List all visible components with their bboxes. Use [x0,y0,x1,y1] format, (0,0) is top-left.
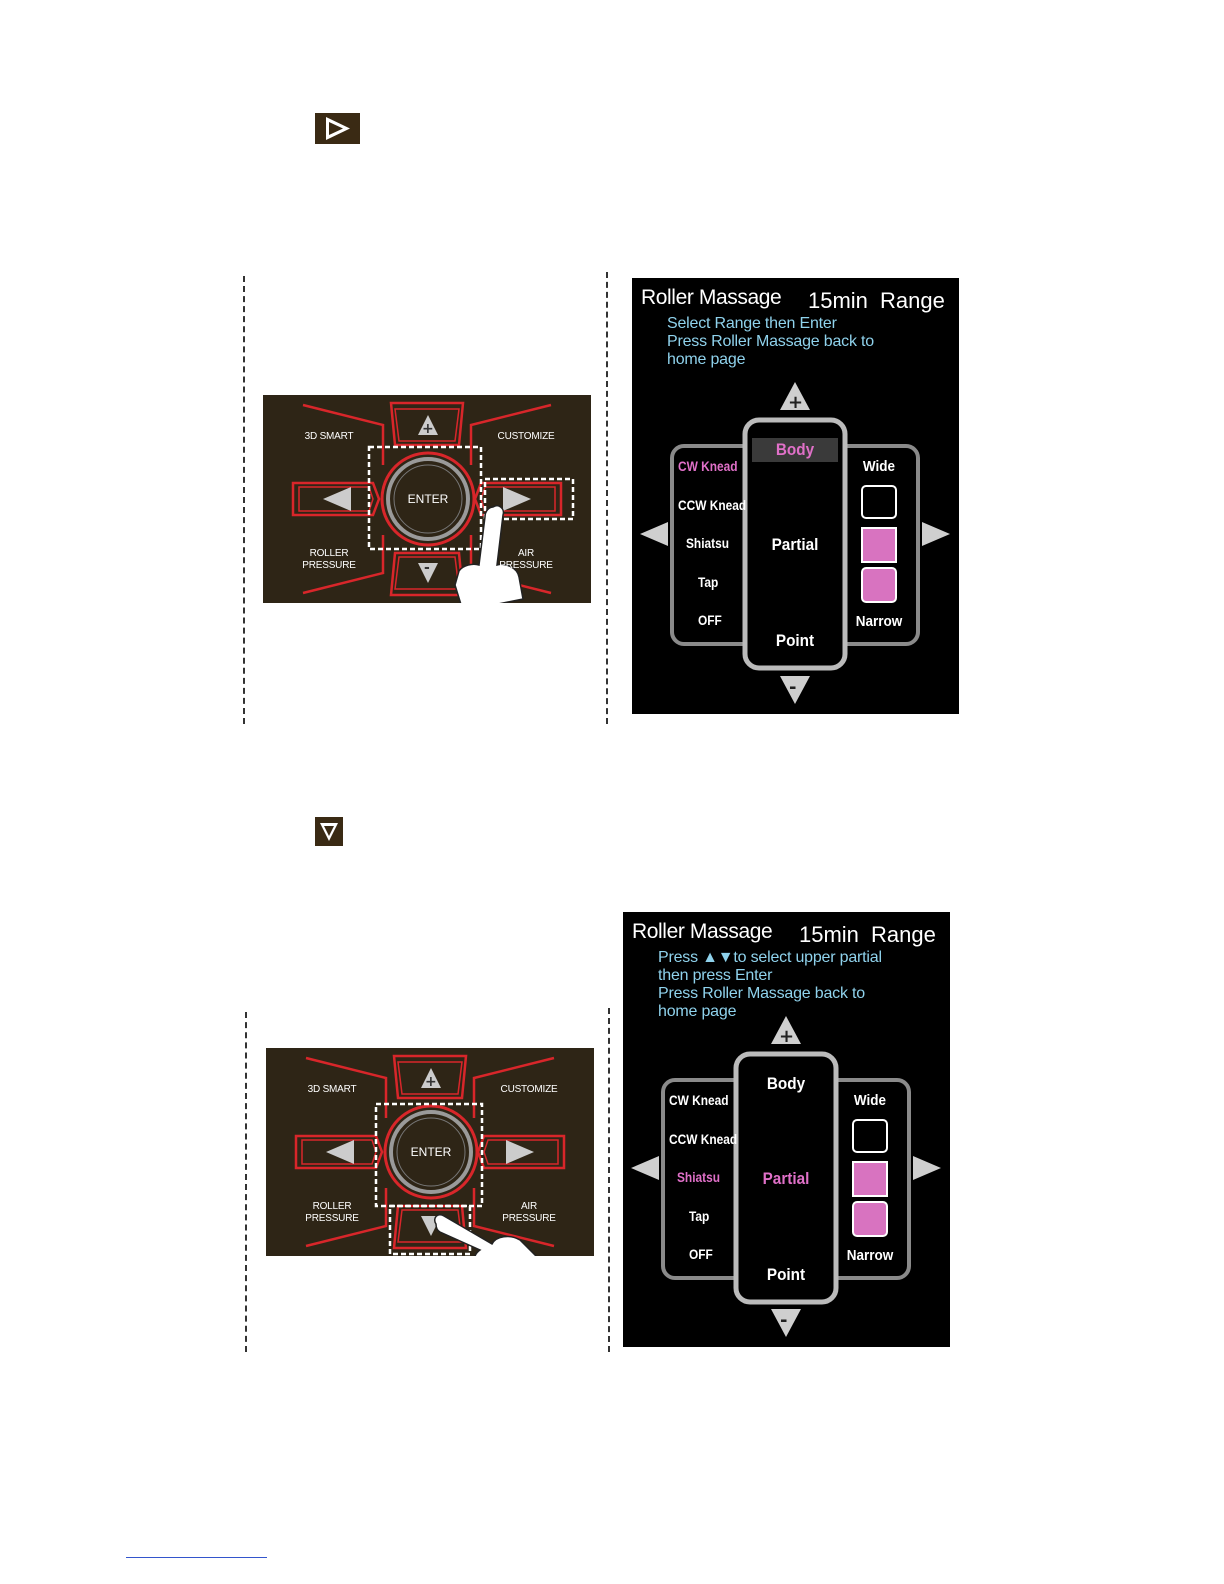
mode-cw-knead: CW Knead [669,1092,729,1108]
width-narrow-label: Narrow [846,1247,894,1264]
timer: 15min [799,922,859,947]
range-label: Range [880,288,945,313]
3d-smart-label: 3D SMART [307,1084,357,1095]
dashed-divider-left [243,276,245,724]
instruction-line: Press ▲▼to select upper partial [658,949,882,966]
footnote-rule [126,1557,267,1558]
roller-pressure-label: ROLLER PRESSURE [305,1201,359,1224]
instruction-line: home page [658,1003,737,1020]
mode-shiatsu: Shiatsu [677,1169,720,1185]
remote-control-panel: + - 3D SMART CUSTOMIZE ROLLER PRESSURE A… [263,395,591,603]
dashed-divider-right [608,1008,610,1352]
instruction-line: Select Range then Enter [667,315,837,332]
screen-frame: + - [640,382,950,704]
instruction-line: home page [667,351,746,368]
zone-body: Body [775,440,815,459]
customize-label: CUSTOMIZE [497,431,555,442]
mode-cw-knead: CW Knead [678,458,738,474]
remote-button-outlines: + [294,1054,566,1256]
width-wide-label: Wide [862,458,896,475]
display-screen-2: Roller Massage 15min Range Press ▲▼to se… [623,912,950,1347]
instruction-line: Press Roller Massage back to [658,985,865,1002]
zone-point: Point [766,1265,806,1284]
remote-control-panel: + 3D SMART CUSTOMIZE ROLLER PRESSURE AIR… [266,1048,594,1256]
mode-tap: Tap [698,574,719,590]
screen-title: Roller Massage [641,286,782,309]
3d-smart-label: 3D SMART [304,431,354,442]
svg-text:+: + [425,1074,437,1090]
enter-button[interactable]: ENTER [407,492,449,506]
enter-button[interactable]: ENTER [410,1145,452,1159]
width-wide-label: Wide [853,1092,887,1109]
mode-off: OFF [698,612,722,628]
svg-text:-: - [780,1310,787,1331]
zone-partial: Partial [762,1169,810,1188]
air-pressure-label: AIR PRESSURE [499,548,553,571]
timer: 15min [808,288,868,313]
svg-text:-: - [424,560,430,576]
air-pressure-label: AIR PRESSURE [502,1201,556,1224]
mode-shiatsu: Shiatsu [686,535,729,551]
svg-text:+: + [422,421,434,437]
range-label: Range [871,922,936,947]
mode-ccw-knead: CCW Knead [669,1131,738,1147]
svg-text:+: + [779,1026,794,1047]
screen-frame: + - [631,1016,941,1337]
dashed-divider-right [606,272,608,724]
triangle-down-icon [315,817,343,846]
zone-body: Body [766,1074,806,1093]
mode-ccw-knead: CCW Knead [678,497,747,513]
mode-tap: Tap [689,1208,710,1224]
roller-pressure-label: ROLLER PRESSURE [302,548,356,571]
mode-off: OFF [689,1246,713,1262]
dashed-divider-left [245,1012,247,1352]
svg-text:-: - [789,677,796,698]
width-narrow-label: Narrow [855,613,903,630]
screen-title: Roller Massage [632,920,773,943]
instruction-line: Press Roller Massage back to [667,333,874,350]
play-right-icon [315,113,360,144]
customize-label: CUSTOMIZE [500,1084,558,1095]
remote-button-outlines: + - [291,401,575,603]
svg-text:+: + [788,392,803,413]
display-screen-1: Roller Massage 15min Range Select Range … [632,278,959,714]
instruction-line: then press Enter [658,967,773,984]
zone-partial: Partial [771,535,819,554]
zone-point: Point [775,631,815,650]
